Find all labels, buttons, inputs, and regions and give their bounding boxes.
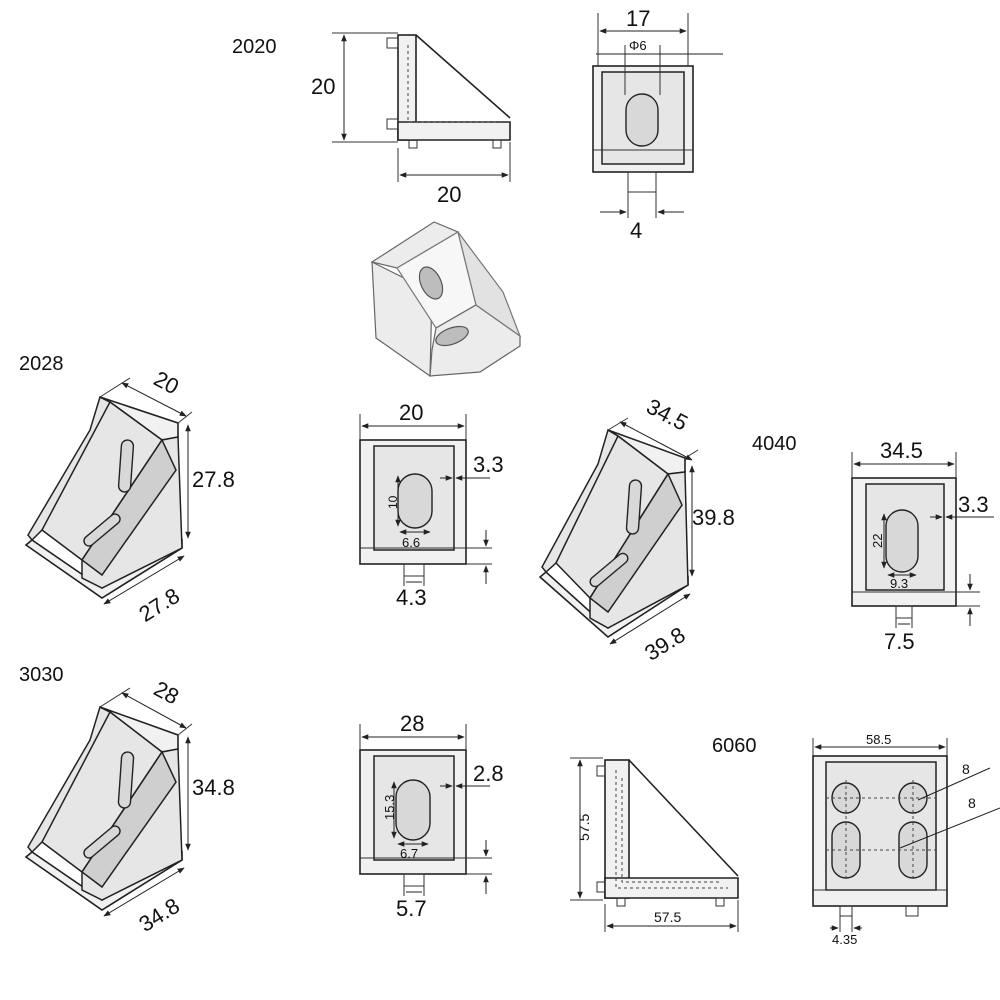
- dim-2020-front-tab: 4: [630, 218, 642, 243]
- dim-3030-iso-width: 34.8: [134, 893, 184, 937]
- bracket-2028-isometric: [24, 377, 193, 605]
- dim-3030-front-slot-height: 15.3: [382, 795, 397, 820]
- dim-6060-side-width: 57.5: [654, 909, 681, 925]
- bracket-6060-side-view: [570, 757, 739, 932]
- dim-4040-iso-width: 39.8: [640, 622, 690, 666]
- dim-2028-front-width: 20: [399, 400, 423, 425]
- dim-4040-front-slot-width: 9.3: [890, 576, 908, 591]
- bracket-2020-isometric: [370, 221, 522, 378]
- dim-2020-front-width: 17: [626, 6, 650, 31]
- dim-3030-iso-top: 28: [150, 676, 183, 710]
- bracket-4040-front-view: [851, 452, 994, 628]
- dim-2028-front-slot-height: 10: [386, 495, 400, 509]
- bracket-2028-front-view: [359, 414, 492, 586]
- series-label-2028: 2028: [19, 353, 64, 375]
- bracket-2020-side-view: [332, 32, 511, 182]
- dim-2020-side-height: 20: [311, 74, 335, 99]
- dim-4040-front-slot-height: 22: [870, 534, 885, 548]
- dim-4040-front-thickness: 3.3: [958, 492, 989, 517]
- dim-2028-front-tab: 4.3: [396, 585, 427, 610]
- dim-4040-front-width: 34.5: [880, 438, 923, 463]
- series-label-6060: 6060: [712, 735, 757, 757]
- dim-3030-front-thickness: 2.8: [473, 761, 504, 786]
- bracket-6060-front-view: [812, 738, 1000, 932]
- dim-6060-front-hole-lower: 8: [968, 795, 976, 811]
- dim-3030-front-width: 28: [400, 711, 424, 736]
- dim-6060-front-width: 58.5: [866, 732, 891, 747]
- dim-2028-front-thickness: 3.3: [473, 452, 504, 477]
- dim-3030-front-slot-width: 6.7: [400, 846, 418, 861]
- dim-2028-iso-top: 20: [150, 366, 183, 400]
- dim-6060-front-tab: 4.35: [832, 932, 857, 947]
- series-label-4040: 4040: [752, 433, 797, 455]
- bracket-2020-front-view: [592, 13, 723, 218]
- dim-3030-front-tab: 5.7: [396, 896, 427, 921]
- series-label-2020: 2020: [232, 36, 277, 58]
- dim-2028-iso-height: 27.8: [192, 467, 235, 492]
- dim-2028-iso-width: 27.8: [134, 583, 184, 627]
- dim-2028-front-slot-width: 6.6: [402, 535, 420, 550]
- dim-6060-front-hole-upper: 8: [962, 761, 970, 777]
- dim-6060-side-height: 57.5: [576, 814, 592, 841]
- dim-3030-iso-height: 34.8: [192, 775, 235, 800]
- dim-2020-side-width: 20: [437, 182, 461, 207]
- bracket-3030-isometric: [24, 687, 193, 917]
- dim-4040-iso-height: 39.8: [692, 505, 735, 530]
- bracket-4040-isometric: [538, 417, 699, 645]
- dim-2020-front-hole: Φ6: [629, 38, 647, 53]
- dim-4040-front-tab: 7.5: [884, 629, 915, 654]
- bracket-3030-front-view: [359, 724, 492, 896]
- dim-4040-iso-top: 34.5: [642, 394, 692, 436]
- series-label-3030: 3030: [19, 664, 64, 686]
